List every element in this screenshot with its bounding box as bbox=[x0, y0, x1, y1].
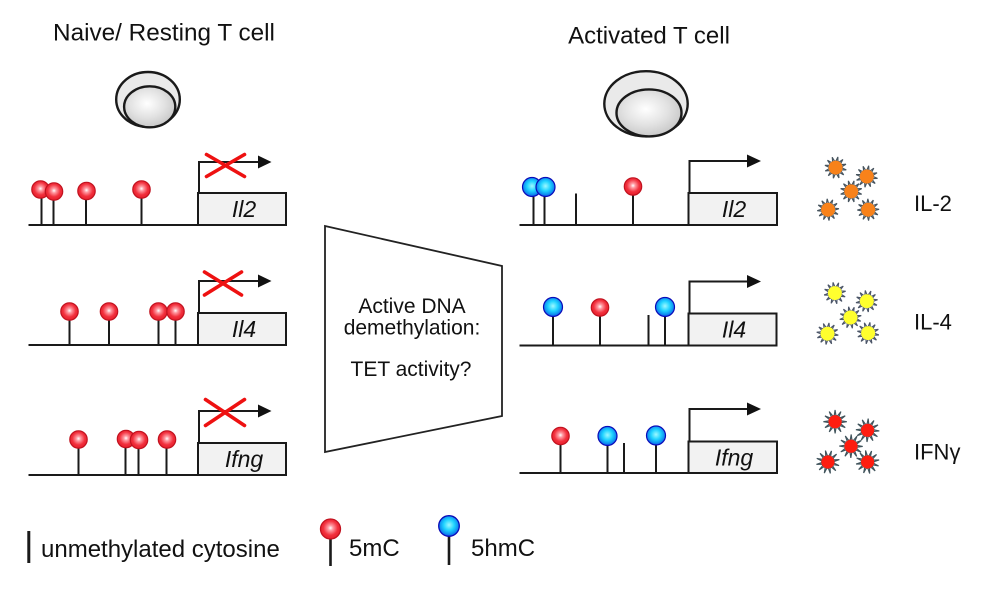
svg-text:TET activity?: TET activity? bbox=[351, 358, 472, 381]
svg-text:Il2: Il2 bbox=[232, 196, 257, 222]
svg-text:IL-2: IL-2 bbox=[914, 191, 952, 216]
svg-text:demethylation:: demethylation: bbox=[344, 317, 481, 340]
svg-text:Naive/ Resting T cell: Naive/ Resting T cell bbox=[53, 20, 275, 47]
svg-text:unmethylated cytosine: unmethylated cytosine bbox=[41, 536, 280, 563]
svg-text:5mC: 5mC bbox=[349, 535, 400, 562]
svg-text:IFNγ: IFNγ bbox=[914, 440, 960, 465]
svg-text:IL-4: IL-4 bbox=[914, 310, 952, 335]
svg-text:5hmC: 5hmC bbox=[471, 535, 535, 562]
svg-text:Active DNA: Active DNA bbox=[358, 295, 465, 318]
svg-text:Ifng: Ifng bbox=[225, 446, 264, 472]
svg-text:Il4: Il4 bbox=[232, 316, 256, 342]
svg-text:Ifng: Ifng bbox=[715, 445, 754, 471]
svg-text:Il2: Il2 bbox=[722, 196, 747, 222]
svg-text:Activated T cell: Activated T cell bbox=[568, 23, 730, 50]
svg-text:Il4: Il4 bbox=[722, 317, 746, 343]
